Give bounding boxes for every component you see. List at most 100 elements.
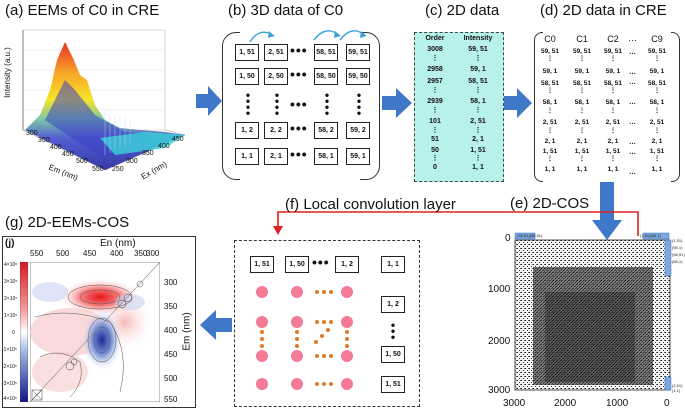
b-cell-r4-c3: 58, 1: [314, 148, 338, 165]
c-order-3: 2939: [427, 98, 443, 105]
d-c0-dots4: ⋮: [546, 155, 554, 162]
e-y-tick-0: 0: [505, 233, 511, 244]
e-y-tick-2: 2000: [488, 336, 511, 347]
f-odot-h1a: [315, 290, 319, 294]
f-dot-r4c2: [291, 378, 303, 390]
c-order-2: 2957: [427, 78, 443, 85]
b-cell-r1-c2: 2, 51: [264, 44, 288, 61]
d-c1-v7: 1, 1: [576, 166, 588, 173]
g-cb-tick-4: 0: [12, 330, 15, 336]
c-order-5: 51: [431, 136, 439, 143]
e-x-tick-3: 0: [664, 398, 670, 409]
d-c9-v6: 1, 51: [649, 148, 665, 155]
panel-b-bracket-mask: [240, 30, 360, 180]
d-c0-v1: 59, 1: [542, 68, 558, 75]
b-cell-r3-c3: 58, 2: [314, 122, 338, 139]
f-odot-v1c: [260, 344, 264, 348]
panel-d-title: (d) 2D data in CRE: [540, 2, 667, 19]
panel-d-bracket-right: [671, 32, 680, 182]
f-top-cell-2: 1, 2: [335, 256, 359, 273]
panel-a-ex-tick-1: 300: [126, 158, 138, 165]
f-top-cell-0: 1, 51: [250, 256, 274, 273]
arrow-d-to-e: [592, 182, 622, 240]
d-c2-dots4: ⋮: [609, 155, 617, 162]
panel-g-top-axis-label: En (nm): [100, 238, 136, 249]
e-x-tick-0: 3000: [503, 398, 526, 409]
c-dots-1: ⋮: [431, 87, 439, 94]
d-c9-v7: 1, 1: [651, 166, 663, 173]
f-right-cell-1: 1, 50: [381, 346, 405, 363]
d-c1-dots4: ⋮: [578, 155, 586, 162]
c-int-3: 58, 1: [470, 98, 486, 105]
d-c0-dots1: ⋮: [546, 87, 554, 94]
panel-c-title: (c) 2D data: [425, 2, 500, 19]
g-cb-tick-7: -3×10⁵: [2, 381, 17, 387]
f-dot-r2c3: [341, 316, 353, 328]
c-order-6: 50: [431, 147, 439, 154]
c-dots-4b: ⋮: [474, 155, 482, 162]
d-c9-dots0: ⋮: [653, 55, 661, 62]
c-order-4: 101: [429, 118, 441, 125]
d-c0-v2: 58, 51: [540, 80, 560, 87]
b-cell-r2-c4: 59, 50: [346, 68, 370, 85]
d-c1-dots3: ⋮: [578, 127, 586, 134]
panel-a-ex-tick-3: 400: [158, 143, 170, 150]
g-cb-tick-8: -4×10⁵: [2, 396, 17, 402]
g-cb-tick-5: -1×10⁵: [2, 347, 17, 353]
e-x-tick-2: 1000: [606, 398, 629, 409]
b-vdots-c4: ••••: [356, 88, 362, 120]
g-right-tick-2: 400: [164, 326, 178, 335]
panel-a-em-tick-5: 550: [92, 166, 104, 173]
f-odot-h3c: [329, 354, 333, 358]
f-odot-h2c: [329, 320, 333, 324]
d-c0-v5: 2, 1: [544, 138, 556, 145]
f-dot-r1c2: [291, 286, 303, 298]
e-top-label-1: (1,51)(59,1): [640, 233, 661, 238]
panel-a-ex-tick-2: 350: [142, 150, 154, 157]
d-c9-v1: 59, 1: [649, 68, 665, 75]
c-int-2: 58, 51: [468, 78, 488, 85]
b-cell-r3-c4: 59, 2: [346, 122, 370, 139]
b-cell-r4-c4: 59, 1: [346, 148, 370, 165]
b-cell-r1-c1: 1, 51: [235, 44, 259, 61]
arrow-c-to-d: [504, 88, 532, 118]
f-dot-r3c1: [256, 350, 268, 362]
b-cell-r4-c1: 1, 1: [235, 148, 259, 165]
b-cell-r2-c1: 1, 50: [235, 68, 259, 85]
b-hdots-r3: •••: [290, 120, 308, 136]
g-top-tick-4: 350: [134, 249, 148, 258]
c-int-6: 1, 51: [470, 147, 486, 154]
g-top-tick-3: 400: [110, 249, 124, 258]
d-c2-v1: 59, 1: [605, 68, 621, 75]
c-dots-1b: ⋮: [474, 87, 482, 94]
d-c1-v2: 58, 51: [572, 80, 592, 87]
d-c2-dots0: ⋮: [609, 55, 617, 62]
d-c9-v5: 2, 1: [651, 138, 663, 145]
c-dots-3: ⋮: [431, 127, 439, 134]
d-c1-dots0: ⋮: [578, 55, 586, 62]
d-head-2: C2: [607, 34, 619, 44]
panel-e-heatmap: [514, 232, 672, 391]
d-c1-v4: 2, 51: [574, 119, 590, 126]
panel-g-right-axis-label: Em (nm): [181, 312, 193, 351]
b-vdots-c1: ••••: [245, 88, 251, 120]
g-colorbar: [20, 262, 28, 402]
d-c9-v0: 59, 51: [647, 48, 667, 55]
c-int-5: 2, 1: [472, 136, 484, 143]
d-c2-dots1: ⋮: [609, 87, 617, 94]
d-c0-v4: 2, 51: [542, 119, 558, 126]
f-odot-d2: [320, 334, 324, 338]
f-odot-h4a: [315, 382, 319, 386]
d-c1-dots2: ⋮: [578, 107, 586, 114]
b-cell-r3-c2: 2, 2: [264, 122, 288, 139]
panel-b-title: (b) 3D data of C0: [228, 2, 344, 19]
panel-a-em-tick-4: 500: [76, 158, 88, 165]
f-odot-h4c: [329, 382, 333, 386]
d-c1-v1: 59, 1: [574, 68, 590, 75]
g-right-tick-4: 500: [164, 374, 178, 383]
f-dot-r3c3: [341, 350, 353, 362]
d-c1-v0: 59, 51: [572, 48, 592, 55]
d-c1-dots1: ⋮: [578, 87, 586, 94]
f-top-cell-3: 1, 1: [381, 256, 405, 273]
panel-a-3d-surface: [22, 29, 186, 171]
